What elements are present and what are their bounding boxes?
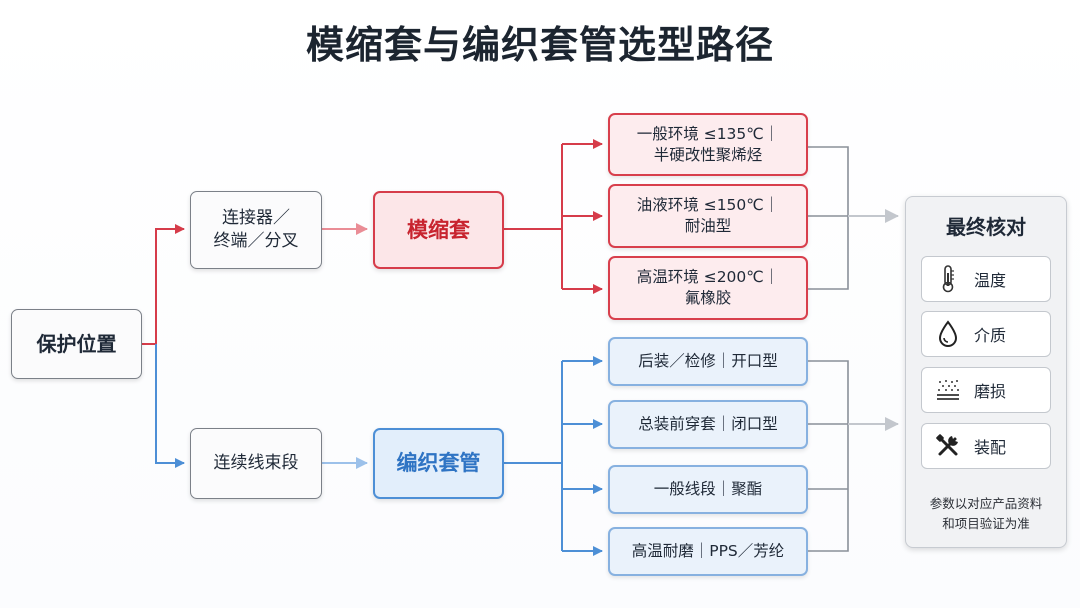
option-red-1: 一般环境 ≤135℃｜ 半硬改性聚烯烃: [608, 113, 808, 176]
tools-icon: [922, 424, 974, 468]
option-red-3: 高温环境 ≤200℃｜ 氟橡胶: [608, 256, 808, 320]
product-node-molded-boot: 模缩套: [373, 191, 504, 269]
merge-line-blue: [808, 360, 849, 552]
root-node: 保护位置: [11, 309, 142, 379]
option-red-2: 油液环境 ≤150℃｜ 耐油型: [608, 184, 808, 248]
droplet-icon: [922, 312, 974, 356]
connector-root-blue: [155, 344, 185, 468]
abrasion-icon: [922, 368, 974, 412]
category-node-connector: 连接器／ 终端／分叉: [190, 191, 322, 269]
final-check-panel: 最终核对 温度 介质: [905, 196, 1067, 548]
option-blue-1: 后装／检修｜开口型: [608, 337, 808, 386]
option-blue-2: 总装前穿套｜闭口型: [608, 400, 808, 449]
check-label-abrasion: 磨损: [974, 382, 1007, 401]
check-item-medium: 介质: [921, 311, 1051, 357]
check-label-medium: 介质: [974, 326, 1007, 345]
check-label-assembly: 装配: [974, 438, 1007, 457]
option-blue-4: 高温耐磨｜PPS／芳纶: [608, 527, 808, 576]
category-node-harness: 连续线束段: [190, 428, 322, 499]
merge-line-red: [808, 146, 849, 290]
page-title: 模缩套与编织套管选型路径: [305, 23, 774, 67]
option-blue-3: 一般线段｜聚酯: [608, 465, 808, 514]
check-item-assembly: 装配: [921, 423, 1051, 469]
final-check-note: 参数以对应产品资料 和项目验证为准: [929, 496, 1043, 531]
product-node-braided-sleeve: 编织套管: [373, 428, 504, 499]
thermometer-icon: [922, 257, 974, 301]
check-item-abrasion: 磨损: [921, 367, 1051, 413]
check-item-temperature: 温度: [921, 256, 1051, 302]
final-check-title: 最终核对: [946, 215, 1026, 239]
connector-root-red: [142, 224, 185, 345]
check-label-temperature: 温度: [974, 271, 1007, 290]
